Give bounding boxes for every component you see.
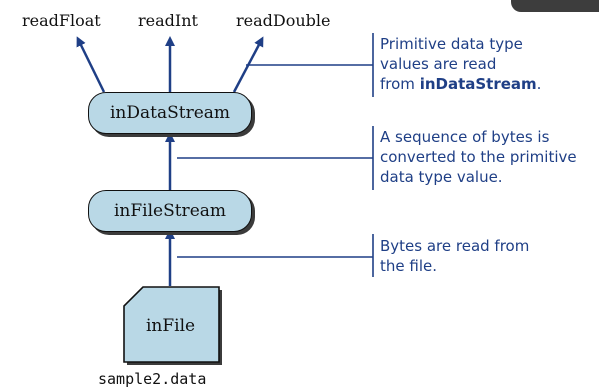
datastream-node: inDataStream bbox=[88, 92, 252, 134]
file-shape bbox=[123, 286, 220, 363]
callout-convert-line3: data type value. bbox=[380, 168, 503, 186]
file-label: inFile bbox=[146, 316, 196, 336]
corner-tab-decoration bbox=[511, 0, 599, 12]
arrow-to-readfloat bbox=[76, 36, 106, 93]
filestream-node: inFileStream bbox=[88, 190, 252, 232]
callout-convert-line1: A sequence of bytes is bbox=[380, 128, 550, 146]
readint-label: readInt bbox=[138, 11, 198, 30]
callout-primitive-line2: values are read bbox=[380, 55, 497, 73]
callout-bytes-line1: Bytes are read from bbox=[380, 237, 530, 255]
readdouble-label: readDouble bbox=[236, 11, 331, 30]
callout-primitive-suffix: . bbox=[536, 75, 542, 93]
callout-primitive-line1: Primitive data type bbox=[380, 35, 523, 53]
callout-convert: A sequence of bytes is converted to the … bbox=[380, 127, 577, 187]
callout-convert-line2: converted to the primitive bbox=[380, 148, 577, 166]
file-name: sample2.data bbox=[98, 370, 207, 388]
callout-bytes: Bytes are read from the file. bbox=[380, 236, 529, 276]
callout-primitive: Primitive data type values are read from… bbox=[380, 34, 541, 94]
callout-primitive-emphasis: inDataStream bbox=[419, 75, 537, 93]
readfloat-label: readFloat bbox=[22, 11, 101, 30]
callout-primitive-line3: from inDataStream. bbox=[380, 74, 541, 94]
callout-primitive-prefix: from bbox=[380, 75, 420, 93]
callout-bytes-line2: the file. bbox=[380, 257, 437, 275]
